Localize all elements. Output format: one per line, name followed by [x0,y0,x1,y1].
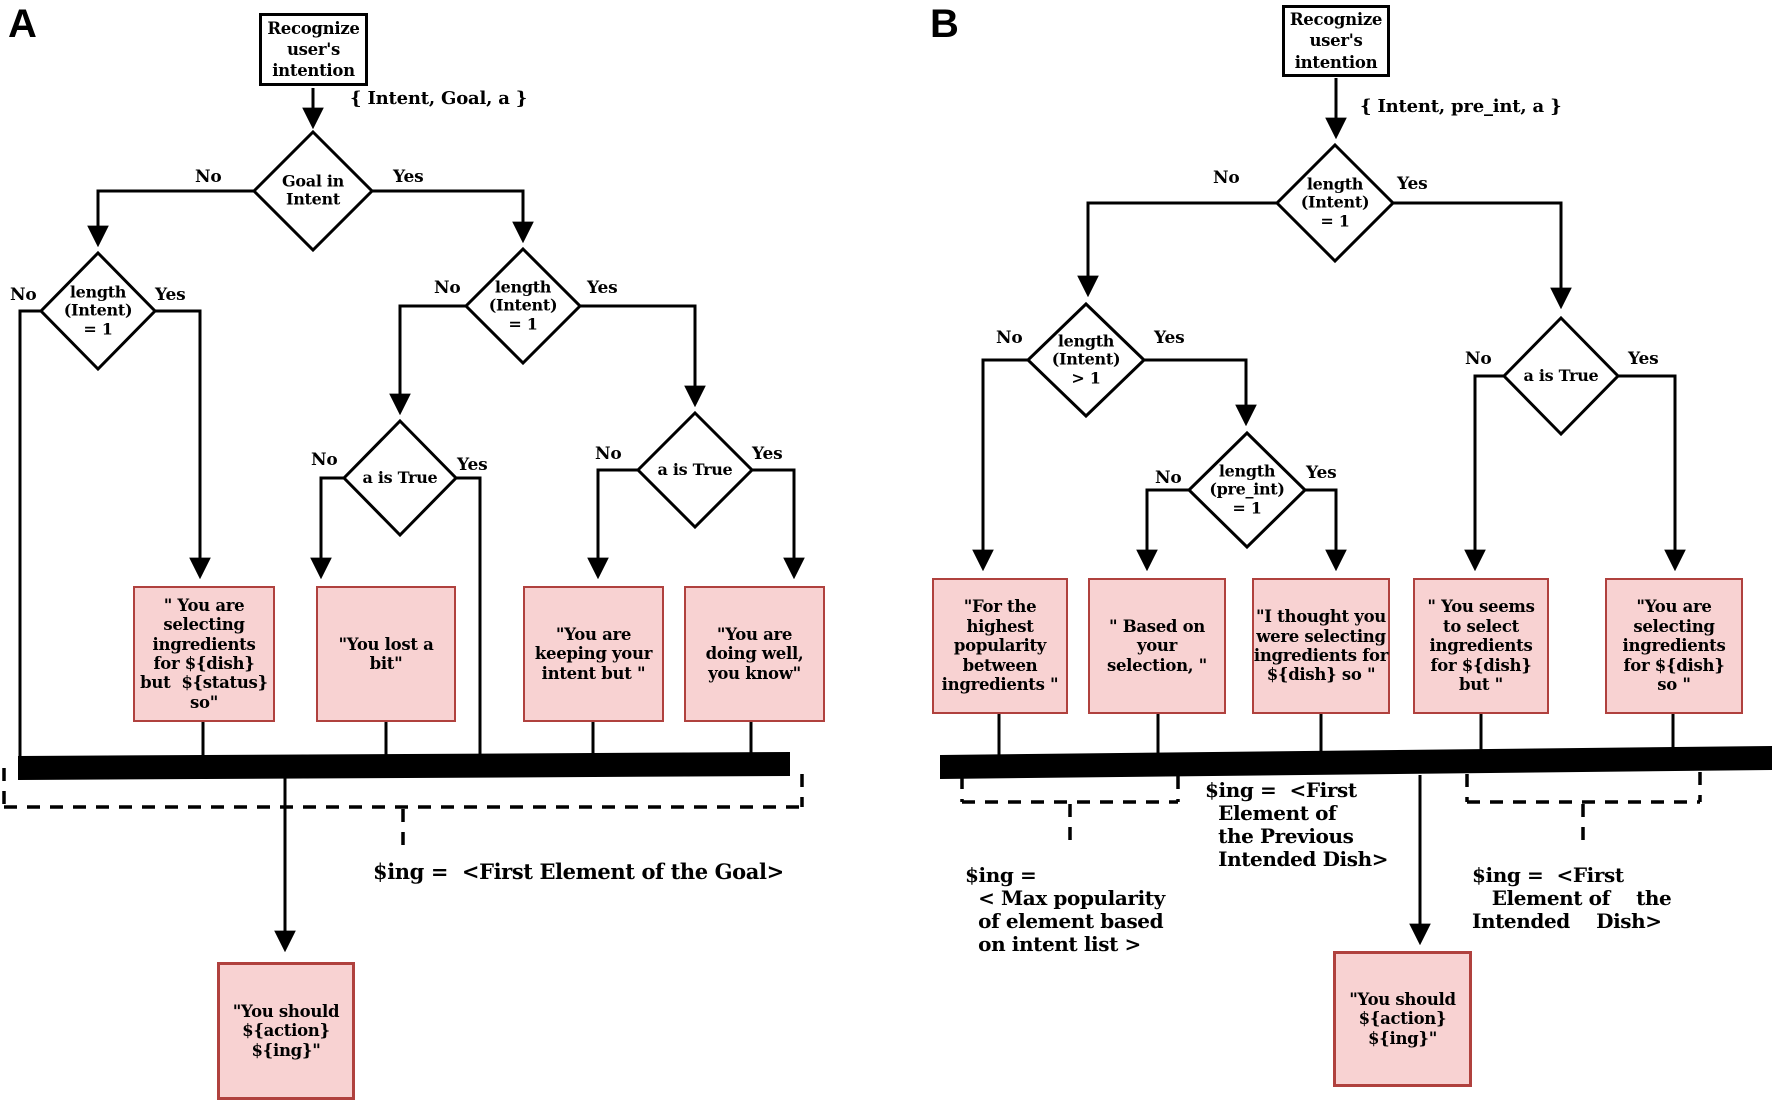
output-node-a3: "You are keeping your intent but " [523,586,664,722]
start-node-a: Recognize user's intention [259,13,368,86]
output-node-b3: "I thought you were selecting ingredient… [1252,578,1390,714]
edge-no-label: No [311,450,338,470]
edges-panel-b [972,78,1686,946]
decision-length-intent-gt1-b: length (Intent) > 1 [1051,331,1121,388]
output-node-b4: " You seems to select ingredients for ${… [1413,578,1549,714]
start-node-b: Recognize user's intention [1282,5,1390,77]
decision-a-is-true-b: a is True [1523,365,1599,385]
edge-no-label: No [1213,168,1240,188]
dashed-bracket-b-right [1465,772,1702,847]
params-label-b: { Intent, pre_int, a } [1360,96,1562,117]
edge-no-label: No [595,444,622,464]
final-node-b: "You should ${action} ${ing}" [1333,951,1472,1087]
edge-yes-label: Yes [393,167,424,187]
edge-no-label: No [10,285,37,305]
dashed-bracket-b-left [960,776,1180,847]
decision-a-is-true-right-a: a is True [657,459,733,479]
edge-no-label: No [1155,468,1182,488]
dashed-bracket-a [2,768,804,850]
merge-bar-a [18,752,790,780]
edge-yes-label: Yes [1154,328,1185,348]
edge-no-label: No [195,167,222,187]
edge-yes-label: Yes [587,278,618,298]
decision-shapes-a [38,129,755,538]
output-node-a4: "You are doing well, you know" [684,586,825,722]
decision-length-intent-1-right-a: length (Intent) = 1 [488,277,558,334]
assignment-label-b-left: $ing = < Max popularity of element based… [965,863,1165,956]
output-node-b5: "You are selecting ingredients for ${dis… [1605,578,1743,714]
decision-length-intent-1-left-a: length (Intent) = 1 [63,282,133,339]
edge-yes-label: Yes [1306,463,1337,483]
output-node-b1: "For the highest popularity between ingr… [932,578,1068,714]
panel-a-label: A [8,2,37,46]
edge-yes-label: Yes [1397,174,1428,194]
output-node-a2: "You lost a bit" [316,586,456,722]
panel-b-label: B [930,2,959,46]
edge-yes-label: Yes [752,444,783,464]
assignment-label-a: $ing = <First Element of the Goal> [373,859,784,884]
edge-yes-label: Yes [1628,349,1659,369]
decision-a-is-true-left-a: a is True [362,467,438,487]
edge-no-label: No [996,328,1023,348]
edge-yes-label: Yes [155,285,186,305]
decision-goal-in-intent: Goal in Intent [282,171,344,209]
decision-shapes-b [1025,142,1621,550]
edge-no-label: No [434,278,461,298]
params-label-a: { Intent, Goal, a } [350,88,528,109]
assignment-label-b-mid: $ing = <First Element of the Previous In… [1205,778,1389,871]
decision-length-preint-1-b: length (pre_int) = 1 [1209,461,1285,518]
output-node-a1: " You are selecting ingredients for ${di… [133,586,275,722]
decision-length-intent-1-b: length (Intent) = 1 [1300,174,1370,231]
output-node-b2: " Based on your selection, " [1088,578,1226,714]
final-node-a: "You should ${action} ${ing}" [217,962,355,1100]
edge-no-label: No [1465,349,1492,369]
edge-yes-label: Yes [457,455,488,475]
merge-bar-b [940,746,1772,779]
assignment-label-b-right: $ing = <First Element of the Intended Di… [1472,863,1672,933]
